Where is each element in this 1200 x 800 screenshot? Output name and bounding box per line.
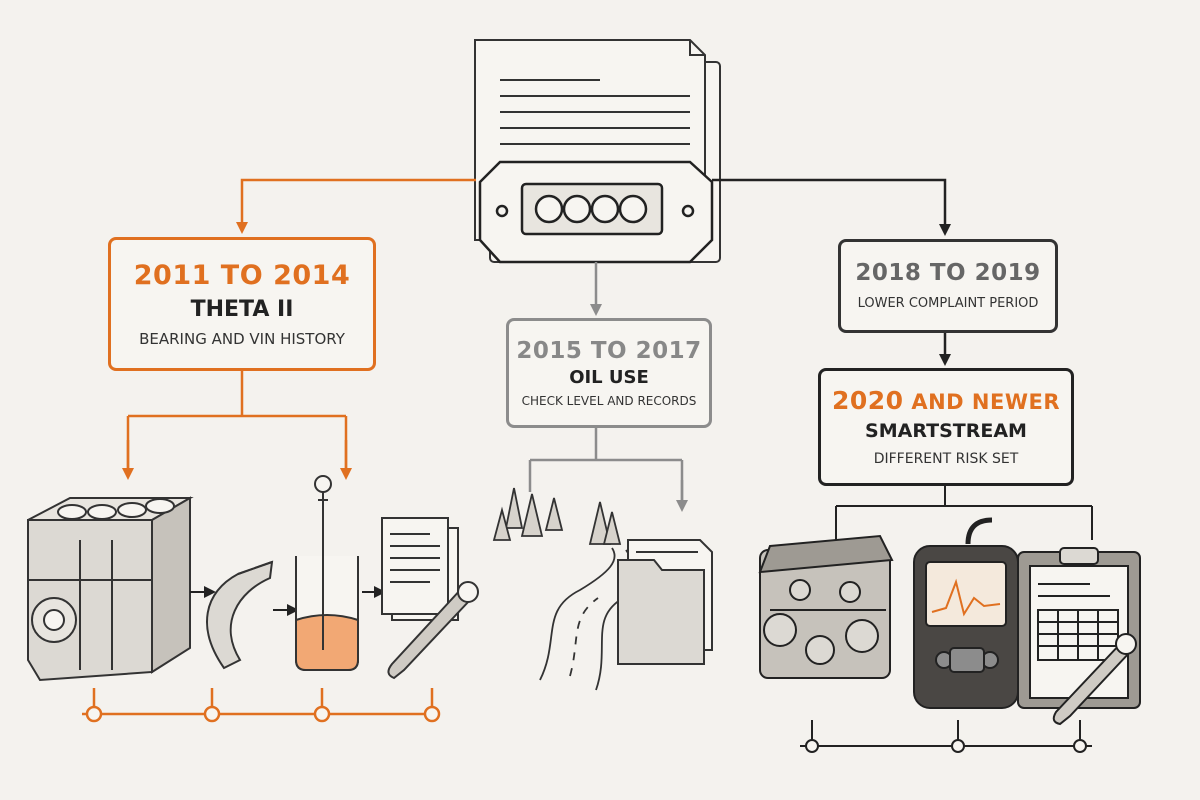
arrow-to-2018	[712, 178, 951, 236]
bearing-shell-icon	[206, 560, 274, 670]
branch-2011	[126, 371, 348, 472]
node-note: CHECK LEVEL AND RECORDS	[521, 393, 697, 408]
road-trees-icon	[492, 487, 637, 691]
node-2020-newer: 2020 AND NEWER SMARTSTREAM DIFFERENT RIS…	[818, 368, 1074, 486]
node-years: 2015 TO 2017	[516, 337, 702, 364]
node-engine: THETA II	[190, 297, 294, 323]
dipstick-oil-icon	[295, 475, 359, 671]
node-note: DIFFERENT RISK SET	[873, 451, 1019, 468]
timeline-2020	[800, 720, 1092, 753]
node-note: BEARING AND VIN HISTORY	[139, 329, 345, 348]
node-engine: SMARTSTREAM	[865, 420, 1027, 443]
node-engine: OIL USE	[569, 366, 649, 388]
node-years: 2018 TO 2019	[855, 260, 1041, 287]
engine-gasket-icon	[478, 160, 714, 264]
timeline-2011	[82, 688, 441, 723]
node-note: LOWER COMPLAINT PERIOD	[857, 295, 1039, 311]
node-years-prefix: 2020	[831, 385, 904, 415]
node-years: 2011 TO 2014	[133, 260, 351, 292]
node-2018-2019: 2018 TO 2019 LOWER COMPLAINT PERIOD	[838, 239, 1058, 333]
engine-icon	[758, 534, 894, 679]
branch-2020	[835, 486, 1093, 540]
branch-2015	[528, 428, 684, 502]
node-2015-2017: 2015 TO 2017 OIL USE CHECK LEVEL AND REC…	[506, 318, 712, 428]
folder-icon	[617, 539, 713, 665]
node-2011-2014: 2011 TO 2014 THETA II BEARING AND VIN HI…	[108, 237, 376, 371]
node-years-suffix: AND NEWER	[903, 389, 1061, 414]
node-years: 2020 AND NEWER	[831, 385, 1061, 416]
engine-block-icon	[27, 496, 194, 682]
clipboard-wrench-icon	[1017, 547, 1141, 726]
service-record-wrench-icon	[381, 517, 479, 680]
arrow-to-2011	[236, 178, 476, 234]
obd-scanner-icon	[913, 517, 1019, 709]
